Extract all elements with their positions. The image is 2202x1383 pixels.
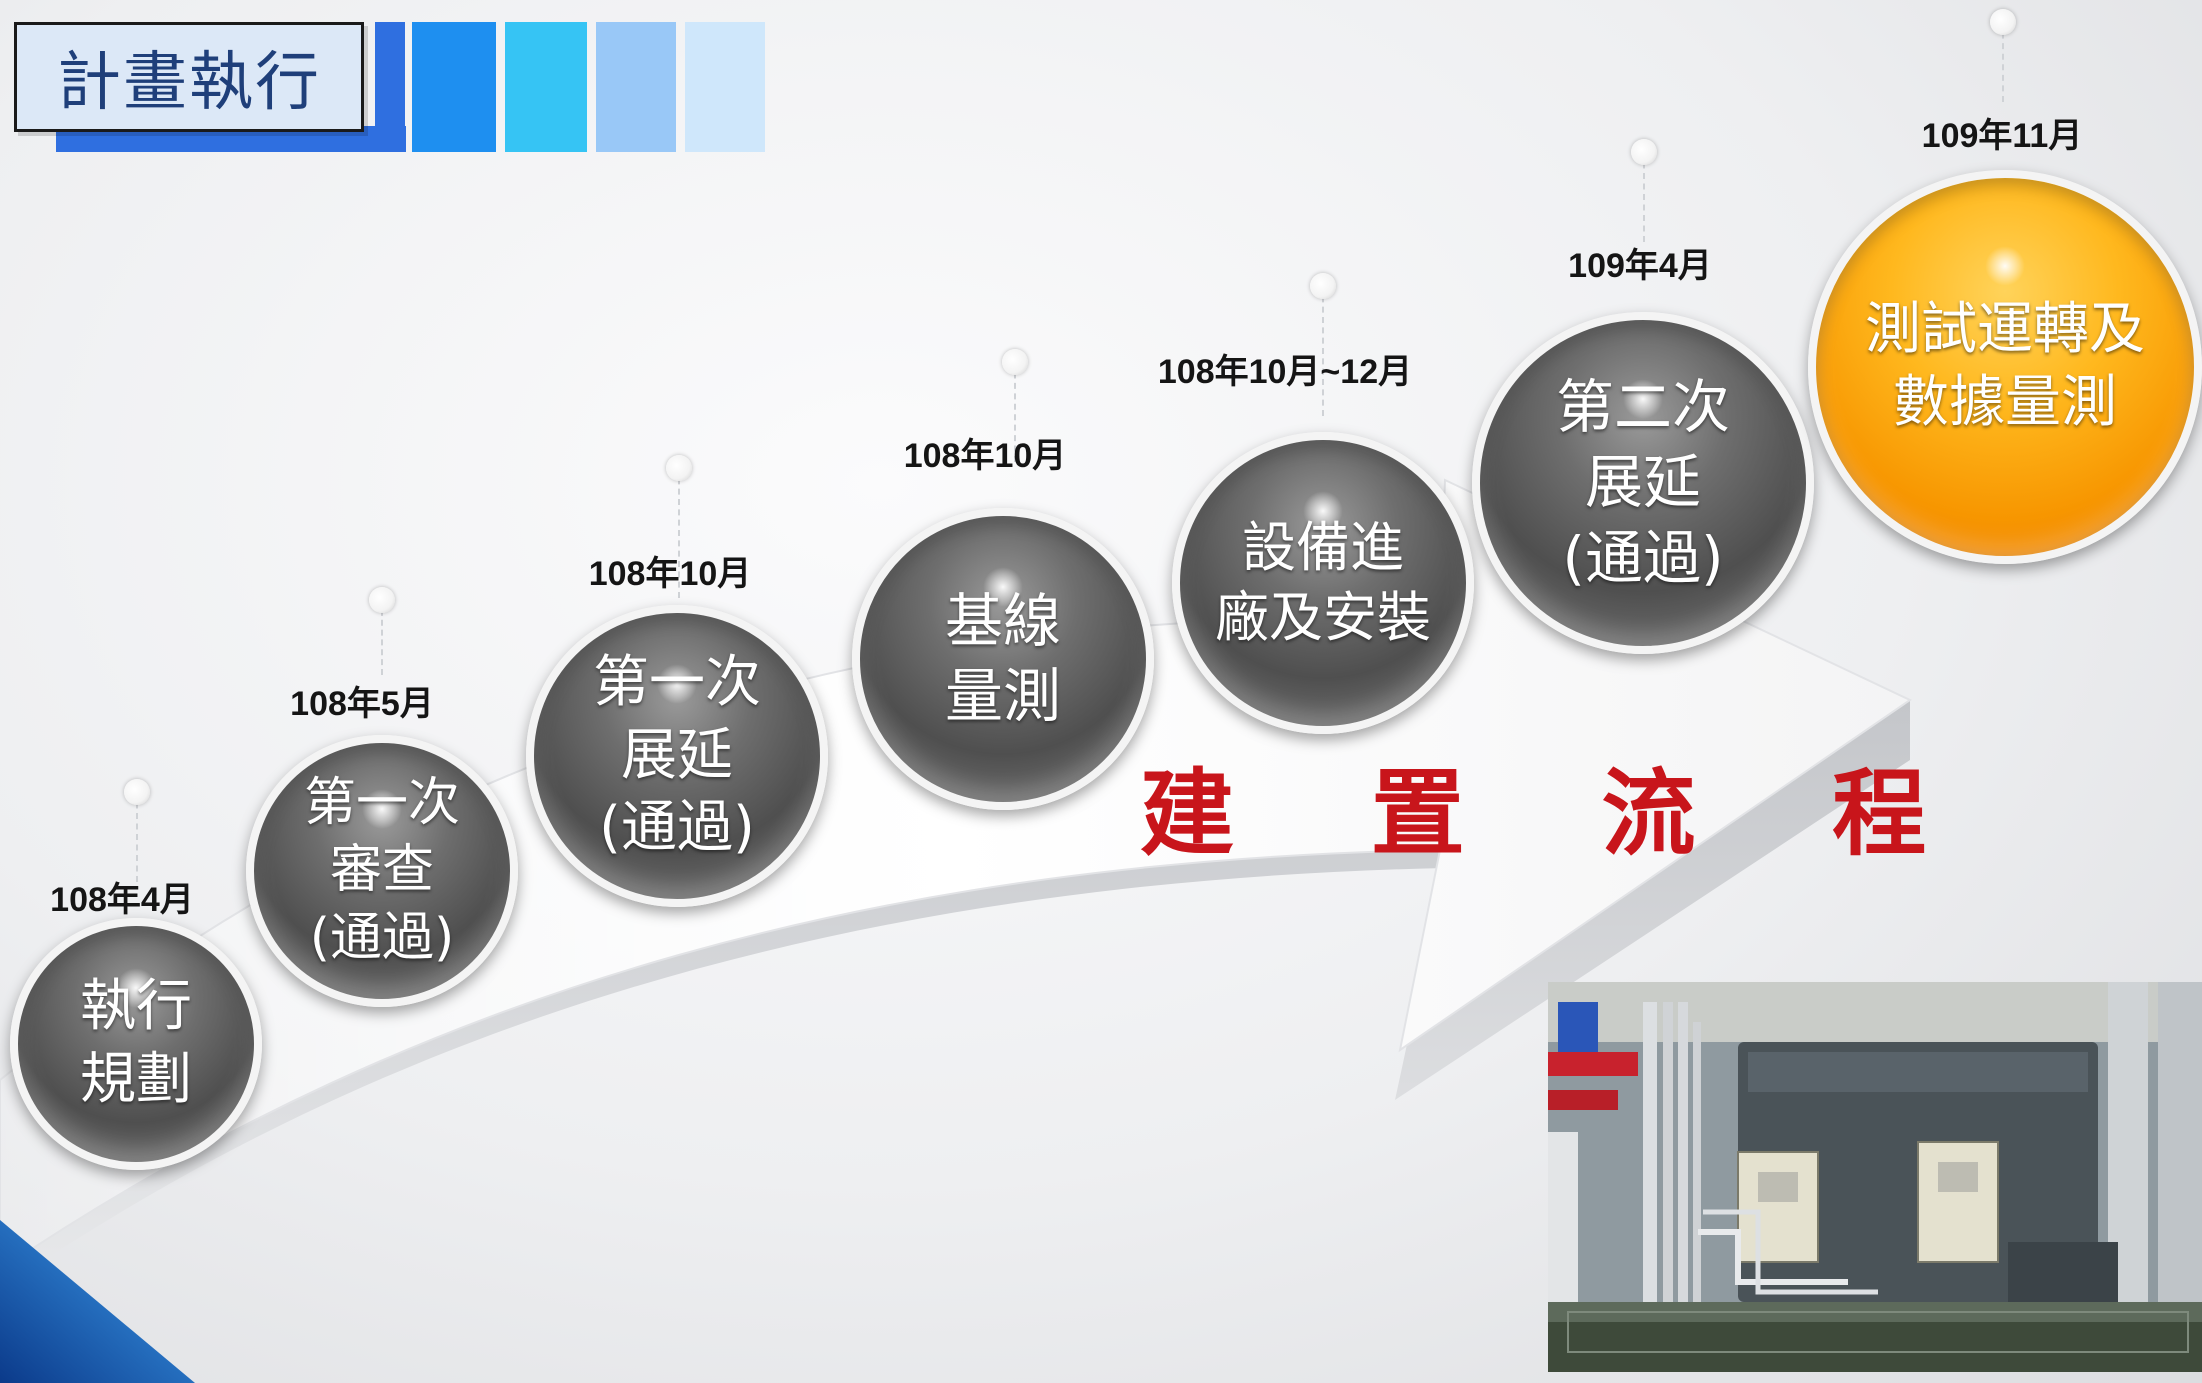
- milestone-text-1: 執行 規劃: [80, 974, 192, 1112]
- milestone-date-2: 108年5月: [290, 685, 434, 723]
- stem-5: [1322, 286, 1324, 416]
- decor-block-2: [412, 22, 496, 152]
- milestone-date-4: 108年10月: [903, 437, 1067, 475]
- stem-7: [2002, 22, 2004, 102]
- milestone-text-2: 第一次 審查 (通過): [303, 772, 460, 968]
- ball-glint: [657, 664, 697, 705]
- ball-glint: [362, 789, 402, 830]
- milestone-text-7: 測試運轉及 數據量測: [1865, 297, 2145, 435]
- milestone-text-3: 第一次 展延 (通過): [593, 649, 761, 861]
- milestone-ball-3: 第一次 展延 (通過): [526, 605, 828, 907]
- equipment-photo: [1548, 982, 2202, 1372]
- stem-3: [678, 468, 680, 598]
- marker-dot-3: [666, 455, 692, 481]
- stem-2: [381, 600, 383, 675]
- milestone-date-7: 109年11月: [1921, 117, 2083, 155]
- ball-glint: [983, 567, 1023, 608]
- decor-block-3: [505, 22, 587, 152]
- stem-4: [1014, 362, 1016, 462]
- milestone-text-5: 設備進 廠及安裝: [1215, 515, 1431, 649]
- milestone-ball-5: 設備進 廠及安裝: [1172, 432, 1474, 734]
- chiller-illustration: [1548, 982, 2202, 1372]
- decor-block-1: [375, 22, 405, 152]
- milestone-ball-7: 測試運轉及 數據量測: [1808, 170, 2202, 564]
- stem-1: [136, 792, 138, 882]
- marker-dot-6: [1631, 139, 1657, 165]
- milestone-date-3: 108年10月: [588, 555, 752, 593]
- milestone-ball-2: 第一次 審查 (通過): [246, 735, 518, 1007]
- ball-glint: [116, 968, 156, 1009]
- milestone-text-6: 第二次 展延 (通過): [1555, 372, 1730, 592]
- marker-dot-1: [124, 779, 150, 805]
- marker-dot-7: [1990, 9, 2016, 35]
- milestone-date-6: 109年4月: [1568, 247, 1712, 285]
- decor-block-5: [685, 22, 765, 152]
- ball-glint: [1623, 378, 1663, 419]
- flow-label: 建 置 流 程: [1140, 760, 1979, 869]
- ball-glint: [1303, 491, 1343, 532]
- milestone-ball-4: 基線 量測: [852, 508, 1154, 810]
- stem-6: [1643, 152, 1645, 242]
- marker-dot-4: [1002, 349, 1028, 375]
- milestone-text-4: 基線 量測: [944, 586, 1061, 730]
- milestone-ball-6: 第二次 展延 (通過): [1472, 312, 1814, 654]
- decor-block-4: [596, 22, 676, 152]
- page-title: 計畫執行: [14, 22, 364, 132]
- marker-dot-5: [1310, 273, 1336, 299]
- milestone-date-5: 108年10月~12月: [1157, 353, 1413, 391]
- ball-glint: [1985, 246, 2025, 287]
- marker-dot-2: [369, 587, 395, 613]
- milestone-ball-1: 執行 規劃: [10, 918, 262, 1170]
- milestone-date-1: 108年4月: [50, 881, 194, 919]
